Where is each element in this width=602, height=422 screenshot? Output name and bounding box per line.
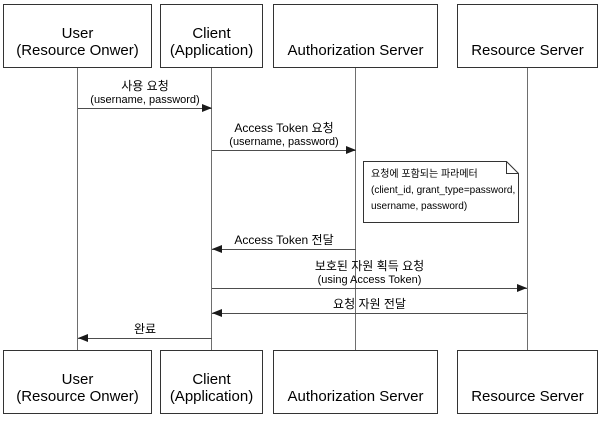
- arrowhead-left-icon: [78, 334, 88, 342]
- actor-label: User: [61, 371, 94, 388]
- actor-sublabel: (Application): [169, 42, 254, 59]
- actor-label: Authorization Server: [287, 42, 424, 59]
- lifeline-resource-server: [527, 68, 528, 350]
- actor-label: Authorization Server: [287, 388, 424, 405]
- note-line: username, password): [371, 201, 468, 212]
- message-protected-resource-request: 보호된 자원 획득 요청 (using Access Token): [212, 259, 527, 292]
- message-sublabel: (username, password): [229, 136, 339, 148]
- arrowhead-right-icon: [202, 104, 212, 112]
- arrowhead-left-icon: [212, 309, 222, 317]
- message-label: 사용 요청: [121, 79, 169, 93]
- message-complete: 완료: [78, 322, 212, 342]
- arrowhead-right-icon: [517, 284, 527, 292]
- message-label: 완료: [133, 322, 157, 336]
- note-text: 요청에 포함되는 파라메터 (client_id, grant_type=pas…: [371, 167, 515, 215]
- arrowhead-left-icon: [212, 245, 222, 253]
- actor-box-bottom-client: Client (Application): [160, 350, 263, 414]
- actor-label: Client: [192, 25, 231, 42]
- lifeline-user: [77, 68, 78, 350]
- note-line: (client_id, grant_type=password,: [371, 185, 516, 196]
- message-sublabel: (username, password): [90, 94, 200, 106]
- actor-label: Resource Server: [471, 388, 584, 405]
- message-access-token-delivery: Access Token 전달: [212, 233, 356, 253]
- message-resource-delivery: 요청 자원 전달: [212, 297, 527, 317]
- actor-label: User: [61, 25, 94, 42]
- actor-box-bottom-authorization-server: Authorization Server: [273, 350, 438, 414]
- note-request-parameters: 요청에 포함되는 파라메터 (client_id, grant_type=pas…: [363, 161, 519, 223]
- actor-box-top-user: User (Resource Onwer): [3, 4, 152, 68]
- message-use-request: 사용 요청 (username, password): [78, 79, 212, 112]
- message-label: 보호된 자원 획득 요청: [314, 259, 425, 273]
- actor-sublabel: (Resource Onwer): [16, 388, 139, 405]
- note-line: 요청에 포함되는 파라메터: [371, 169, 478, 180]
- actor-box-bottom-resource-server: Resource Server: [457, 350, 598, 414]
- note-shape-icon: [363, 161, 519, 223]
- arrow-line: [212, 245, 356, 253]
- arrow-line: [78, 334, 212, 342]
- arrowhead-right-icon: [346, 146, 356, 154]
- message-label: 요청 자원 전달: [333, 297, 406, 311]
- lifeline-authorization-server: [355, 68, 356, 350]
- message-sublabel: (using Access Token): [317, 274, 422, 286]
- message-label: Access Token 요청: [234, 121, 334, 135]
- arrow-line: [212, 309, 527, 317]
- actor-sublabel: (Application): [169, 388, 254, 405]
- actor-box-top-resource-server: Resource Server: [457, 4, 598, 68]
- actor-box-top-authorization-server: Authorization Server: [273, 4, 438, 68]
- actor-sublabel: (Resource Onwer): [16, 42, 139, 59]
- arrow-line: [212, 284, 527, 292]
- arrow-line: [78, 104, 212, 112]
- message-label: Access Token 전달: [234, 233, 334, 247]
- lifeline-client: [211, 68, 212, 350]
- actor-label: Client: [192, 371, 231, 388]
- actor-label: Resource Server: [471, 42, 584, 59]
- actor-box-bottom-user: User (Resource Onwer): [3, 350, 152, 414]
- actor-box-top-client: Client (Application): [160, 4, 263, 68]
- message-access-token-request: Access Token 요청 (username, password): [212, 121, 356, 154]
- arrow-line: [212, 146, 356, 154]
